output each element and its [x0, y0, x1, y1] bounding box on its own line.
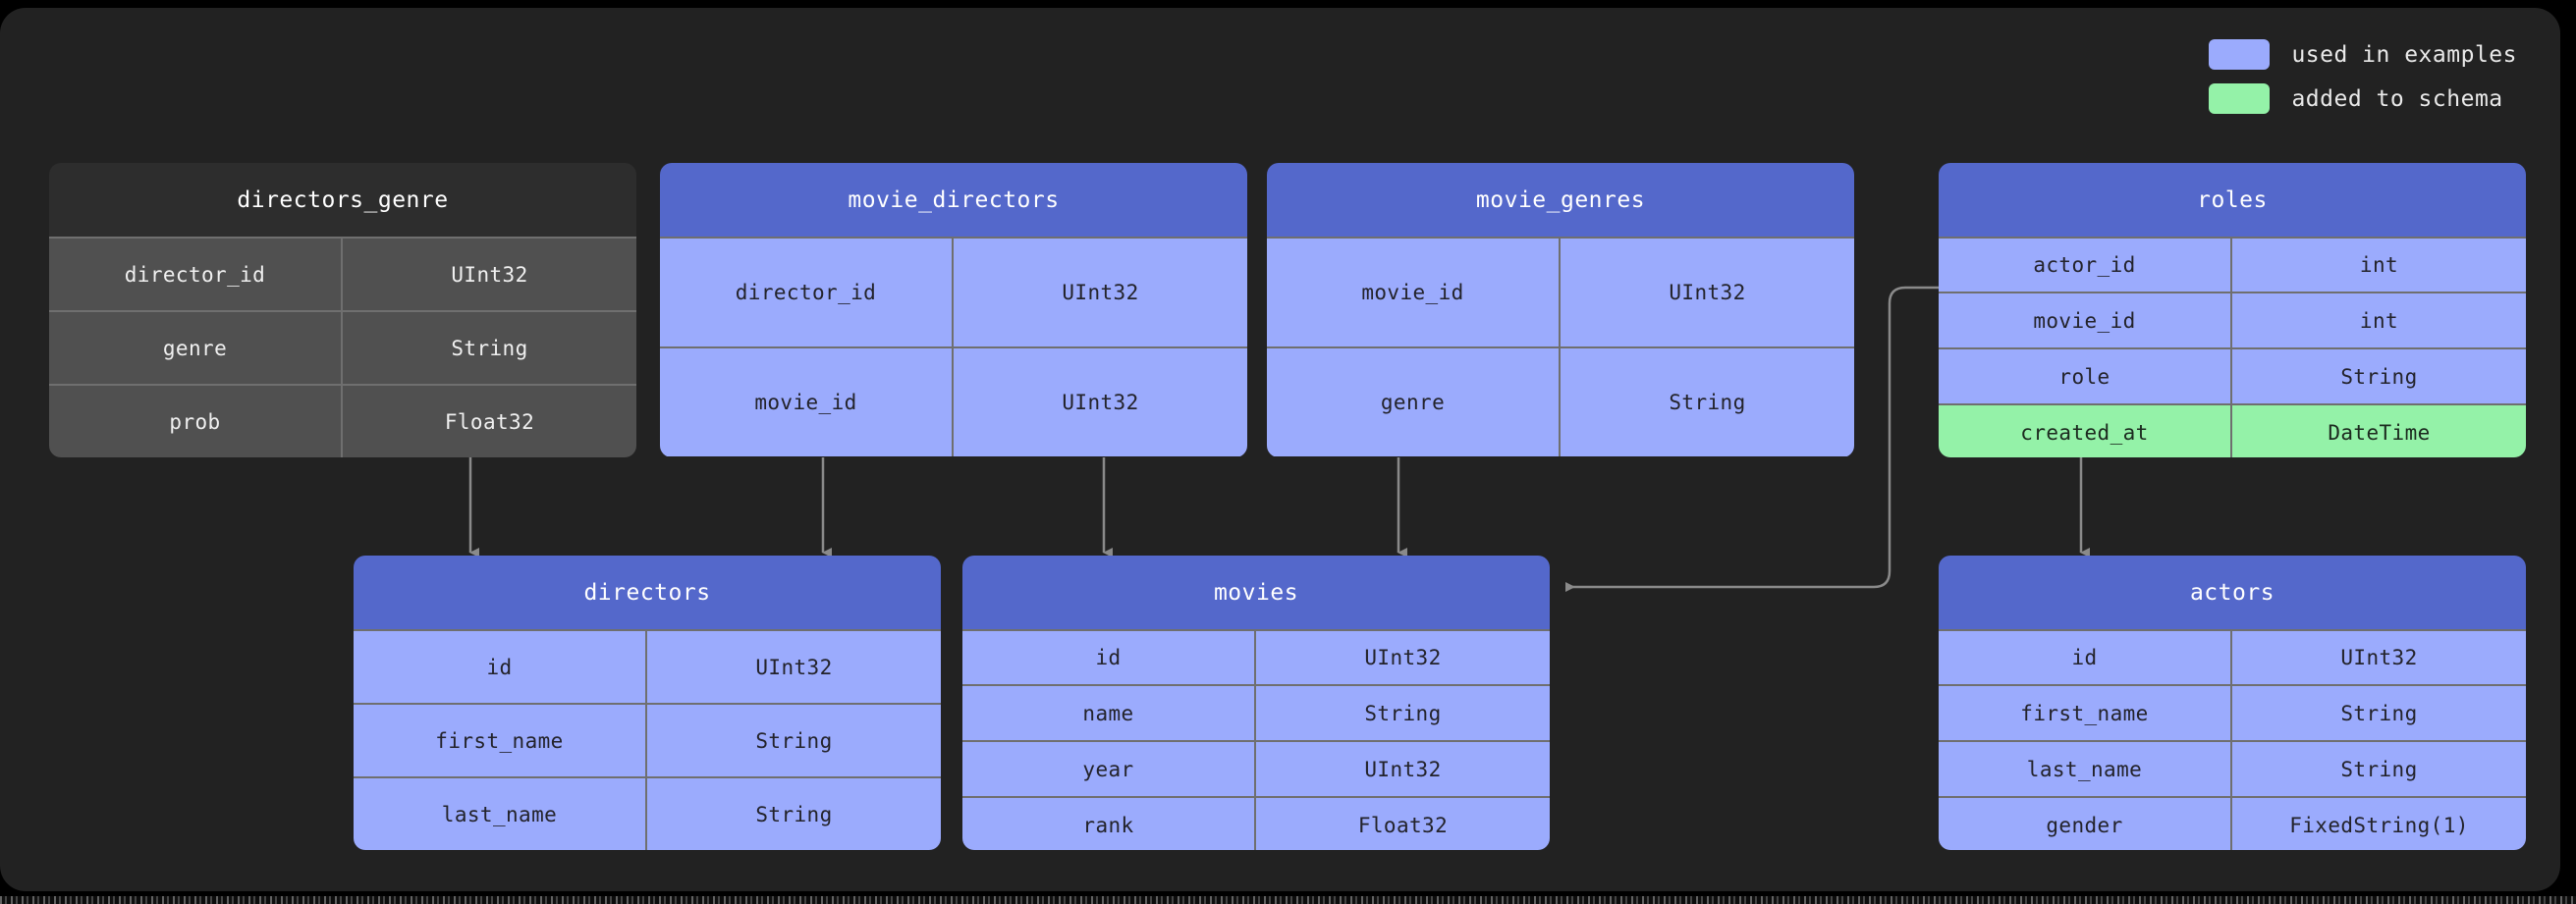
table-row[interactable]: director_id UInt32 — [49, 237, 636, 310]
table-row[interactable]: id UInt32 — [1939, 629, 2526, 684]
table-row[interactable]: movie_id UInt32 — [1267, 237, 1854, 346]
column-type: UInt32 — [451, 262, 528, 287]
table-row[interactable]: rank Float32 — [962, 796, 1550, 850]
column-type: FixedString(1) — [2289, 813, 2469, 837]
column-name: id — [354, 631, 647, 703]
column-type: int — [2359, 253, 2399, 277]
column-name: movie_id — [1939, 293, 2232, 347]
table-row-added[interactable]: created_at DateTime — [1939, 403, 2526, 457]
table-movie-genres[interactable]: movie_genres movie_id UInt32 genre Strin… — [1267, 163, 1854, 457]
column-type: Float32 — [444, 409, 535, 434]
table-title-movies: movies — [962, 556, 1550, 629]
column-type: UInt32 — [1364, 646, 1442, 669]
table-movie-directors[interactable]: movie_directors director_id UInt32 movie… — [660, 163, 1247, 457]
column-type: DateTime — [2328, 420, 2431, 445]
legend-label-added-to-schema: added to schema — [2291, 85, 2503, 112]
table-row[interactable]: role String — [1939, 347, 2526, 403]
column-name: director_id — [49, 239, 343, 310]
column-name: year — [962, 742, 1256, 796]
table-row[interactable]: movie_id int — [1939, 292, 2526, 347]
column-name: first_name — [1939, 686, 2232, 740]
column-name: prob — [49, 386, 343, 457]
table-title-roles: roles — [1939, 163, 2526, 237]
column-type: Float32 — [1357, 813, 1449, 837]
legend: used in examples added to schema — [2209, 39, 2517, 114]
column-type: UInt32 — [1364, 757, 1442, 781]
column-name: movie_id — [660, 348, 954, 456]
legend-item-added-to-schema: added to schema — [2209, 83, 2502, 114]
table-row[interactable]: gender FixedString(1) — [1939, 796, 2526, 850]
table-row[interactable]: actor_id int — [1939, 237, 2526, 292]
column-name: first_name — [354, 705, 647, 776]
table-title-actors: actors — [1939, 556, 2526, 629]
column-name: genre — [49, 312, 343, 384]
table-movies[interactable]: movies id UInt32 name String year UInt32… — [962, 556, 1550, 850]
table-row[interactable]: genre String — [1267, 346, 1854, 456]
column-type: String — [2340, 701, 2418, 725]
column-name: last_name — [1939, 742, 2232, 796]
table-roles[interactable]: roles actor_id int movie_id int role Str… — [1939, 163, 2526, 457]
column-name: created_at — [1939, 405, 2232, 457]
table-directors[interactable]: directors id UInt32 first_name String la… — [354, 556, 941, 850]
legend-swatch-green — [2209, 83, 2271, 114]
table-row[interactable]: first_name String — [1939, 684, 2526, 740]
column-name: name — [962, 686, 1256, 740]
table-row[interactable]: id UInt32 — [354, 629, 941, 703]
table-title-directors-genre: directors_genre — [49, 163, 636, 237]
table-row[interactable]: year UInt32 — [962, 740, 1550, 796]
column-type: UInt32 — [2340, 646, 2418, 669]
column-type: String — [755, 802, 833, 826]
table-row[interactable]: first_name String — [354, 703, 941, 776]
column-name: id — [1939, 631, 2232, 684]
table-row[interactable]: id UInt32 — [962, 629, 1550, 684]
capture-artifact-strip — [0, 896, 2576, 904]
table-actors[interactable]: actors id UInt32 first_name String last_… — [1939, 556, 2526, 850]
table-directors-genre[interactable]: directors_genre director_id UInt32 genre… — [49, 163, 636, 457]
table-row[interactable]: prob Float32 — [49, 384, 636, 457]
column-name: role — [1939, 349, 2232, 403]
table-row[interactable]: director_id UInt32 — [660, 237, 1247, 346]
column-name: gender — [1939, 798, 2232, 850]
table-row[interactable]: last_name String — [1939, 740, 2526, 796]
table-title-directors: directors — [354, 556, 941, 629]
table-title-movie-directors: movie_directors — [660, 163, 1247, 237]
legend-swatch-blue — [2209, 39, 2271, 70]
column-type: UInt32 — [1062, 391, 1139, 414]
table-row[interactable]: movie_id UInt32 — [660, 346, 1247, 456]
table-title-movie-genres: movie_genres — [1267, 163, 1854, 237]
column-type: UInt32 — [755, 655, 833, 679]
legend-label-used-in-examples: used in examples — [2291, 41, 2517, 68]
table-row[interactable]: genre String — [49, 310, 636, 384]
legend-item-used-in-examples: used in examples — [2209, 39, 2517, 70]
column-name: movie_id — [1267, 239, 1561, 346]
column-type: String — [1364, 701, 1442, 725]
column-name: actor_id — [1939, 239, 2232, 292]
column-type: String — [451, 336, 528, 360]
column-name: genre — [1267, 348, 1561, 456]
column-name: last_name — [354, 778, 647, 850]
table-row[interactable]: last_name String — [354, 776, 941, 850]
column-name: id — [962, 631, 1256, 684]
column-type: UInt32 — [1669, 281, 1746, 304]
column-type: String — [2340, 364, 2418, 389]
column-type: String — [2340, 757, 2418, 781]
column-type: String — [755, 728, 833, 753]
column-type: UInt32 — [1062, 281, 1139, 304]
column-type: String — [1669, 391, 1746, 414]
column-name: rank — [962, 798, 1256, 850]
table-row[interactable]: name String — [962, 684, 1550, 740]
column-name: director_id — [660, 239, 954, 346]
column-type: int — [2359, 308, 2399, 333]
